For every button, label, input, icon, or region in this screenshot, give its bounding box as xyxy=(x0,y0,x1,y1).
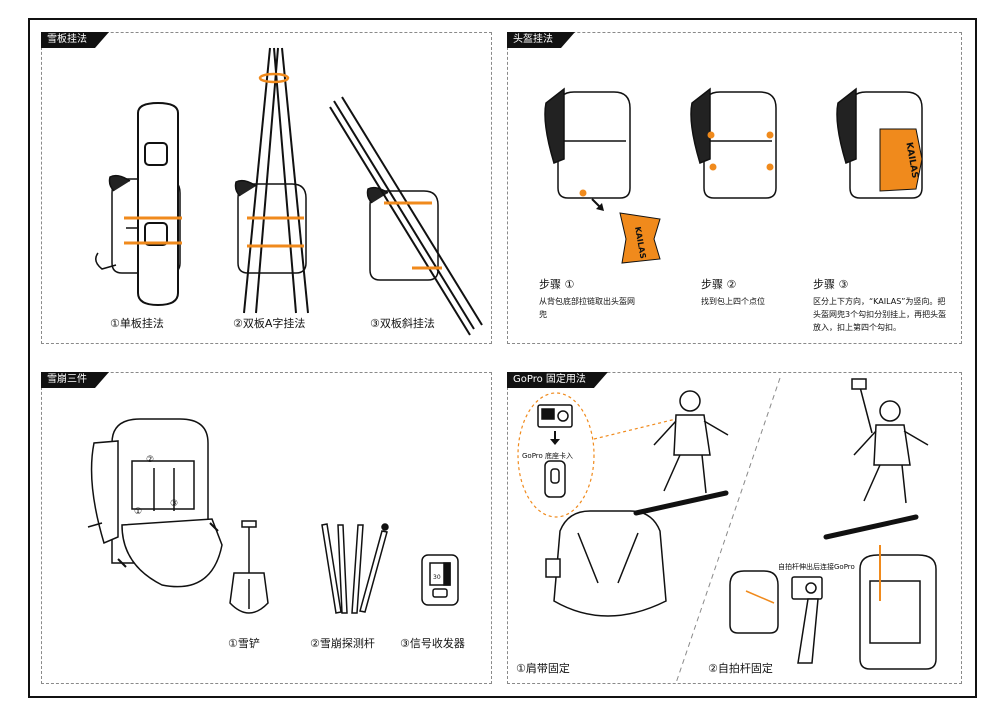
pocket-marker-3: ③ xyxy=(170,499,179,509)
selfie-stick-illustration xyxy=(791,576,823,664)
callout-oval xyxy=(517,392,595,518)
snowboard-upright xyxy=(137,101,179,307)
skis-a-frame xyxy=(243,47,309,314)
caption-diagonal: ③双板斜挂法 xyxy=(370,317,435,330)
helmet-panel: 头盔挂法 KAILAS KAILAS 步 xyxy=(507,32,962,344)
caption-selfie-mount: ②自拍杆固定 xyxy=(708,662,773,675)
callout-line xyxy=(593,418,677,440)
skis-diagonal xyxy=(329,96,483,336)
backpack-illustration xyxy=(729,570,779,634)
snowboarder-pole-illustration xyxy=(823,378,929,540)
snowboard-illustrations xyxy=(95,47,483,336)
pocket-marker-1: ① xyxy=(134,507,143,517)
backpack-open-illustration xyxy=(859,545,937,670)
backpack-open-illustration xyxy=(87,418,223,588)
shovel-illustration xyxy=(229,520,269,614)
beacon-illustration xyxy=(421,554,459,606)
caption-probe: ②雪崩探测杆 xyxy=(310,637,375,650)
avalanche-illustrations: 30 xyxy=(87,418,459,614)
backpack-illustration xyxy=(544,87,631,199)
step-3-label: 步骤 ③ xyxy=(813,278,849,291)
mount-base-icon xyxy=(544,460,566,498)
orange-pointer xyxy=(745,590,775,604)
step-2-desc: 找到包上四个点位 xyxy=(701,297,765,306)
avalanche-panel: 雪崩三件 xyxy=(41,372,492,684)
attachment-point xyxy=(579,189,587,197)
caption-shoulder-mount: ①肩带固定 xyxy=(516,662,570,675)
caption-a-frame: ②双板A字挂法 xyxy=(233,317,306,330)
gopro-illustrations xyxy=(517,377,937,684)
gopro-mount-label: GoPro 底座卡入 xyxy=(522,452,574,460)
step-3-desc: 区分上下方向，“KAILAS”为竖向。把头盔网兜3个勾扣分别挂上，再把头盔放入，… xyxy=(813,297,947,332)
attachment-points xyxy=(707,131,774,171)
panel-title-avalanche: 雪崩三件 xyxy=(41,372,109,388)
caption-single-board: ①单板挂法 xyxy=(110,317,164,330)
snowboard-panel: 雪板挂法 xyxy=(41,32,492,344)
helmet-net-orange: KAILAS xyxy=(619,212,661,264)
arrow-head-icon xyxy=(596,203,604,211)
caption-shovel: ①雪铲 xyxy=(228,637,260,650)
outer-frame xyxy=(28,18,977,698)
step-1-desc: 从背包底部拉链取出头盔网兜 xyxy=(539,297,635,319)
backpack-illustration xyxy=(690,87,777,199)
helmet-net-attached xyxy=(879,128,923,192)
gopro-panel: GoPro 固定用法 xyxy=(507,372,962,684)
probe-illustration xyxy=(321,523,389,614)
helmet-illustrations: KAILAS KAILAS xyxy=(544,87,923,264)
selfie-stick-label: 自拍杆伸出后连接GoPro xyxy=(778,563,855,571)
pocket-marker-2: ② xyxy=(146,455,155,465)
step-2-label: 步骤 ② xyxy=(701,278,737,291)
panel-title-snowboard: 雪板挂法 xyxy=(41,32,109,48)
backpack-illustration xyxy=(366,186,439,281)
caption-beacon: ③信号收发器 xyxy=(400,637,465,650)
arrow-down-icon xyxy=(550,439,560,445)
snowboarder-illustration xyxy=(633,390,729,516)
camera-icon xyxy=(537,404,573,428)
vest-pack-illustration xyxy=(545,510,667,617)
step-1-label: 步骤 ① xyxy=(539,278,575,291)
panel-title-gopro: GoPro 固定用法 xyxy=(507,372,608,388)
panel-title-helmet: 头盔挂法 xyxy=(507,32,575,48)
beacon-readout: 30 xyxy=(433,574,441,581)
